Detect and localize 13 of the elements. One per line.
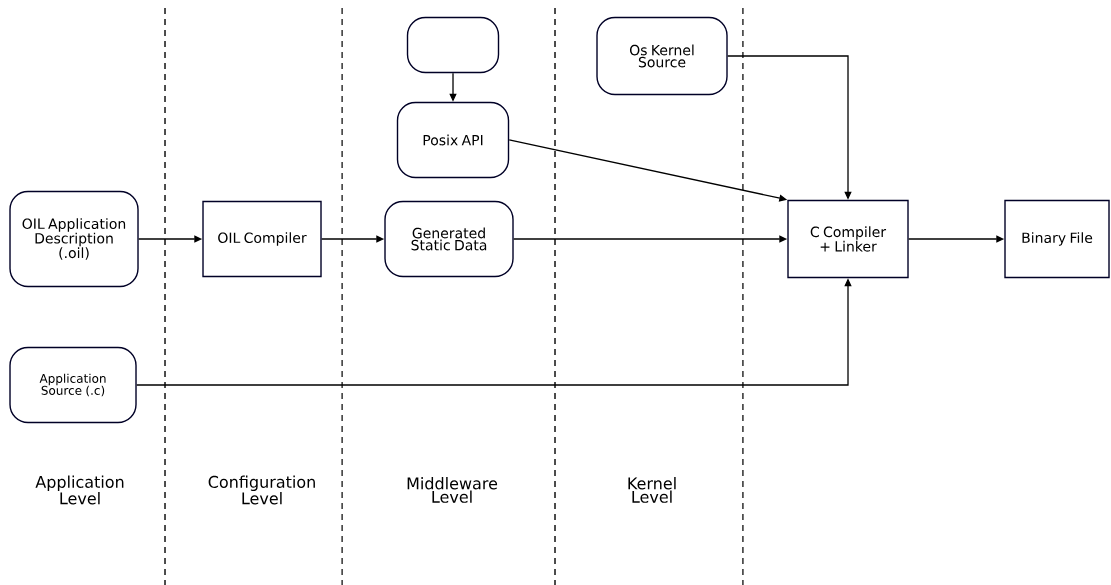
process-box: OIL Compiler [202, 200, 322, 278]
terminal-box: Generated Static Data [384, 200, 514, 278]
level-label: Application Level [35, 475, 124, 505]
level-label: Middleware Level [407, 477, 498, 503]
process-box: C Compiler + Linker [787, 199, 909, 279]
terminal-box: Os Kernel Source [596, 16, 728, 96]
level-label: Configuration Level [208, 475, 315, 505]
terminal-box: OIL Application Description (.oil) [9, 190, 139, 288]
terminal-box: Application Source (.c) [9, 346, 137, 424]
level-label: Kernel Level [628, 477, 676, 503]
terminal-box: Posix API [396, 101, 510, 179]
terminal-box [406, 16, 500, 74]
process-box: Binary File [1004, 199, 1110, 279]
